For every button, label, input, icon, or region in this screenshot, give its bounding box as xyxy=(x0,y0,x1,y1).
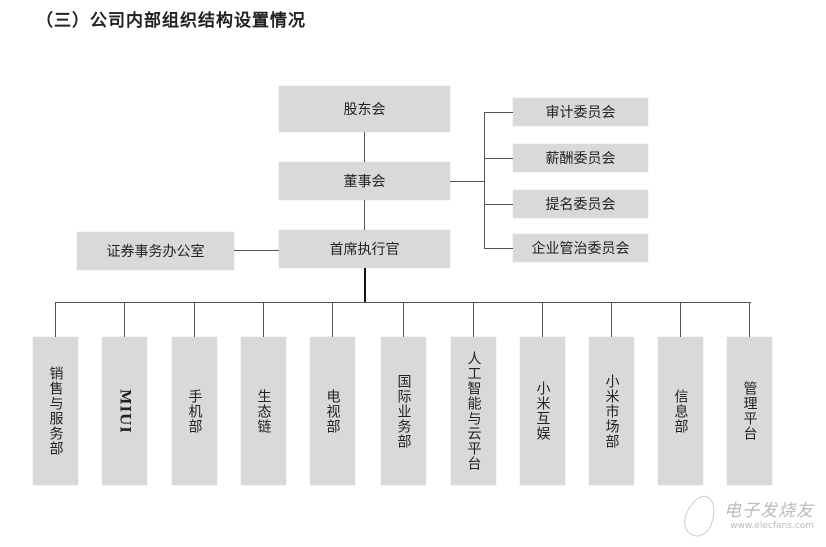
department-box: 人工智能与云平台 xyxy=(451,337,496,485)
connector-board-committees xyxy=(450,181,484,182)
department-label: 生态链 xyxy=(255,388,272,434)
department-box: 手机部 xyxy=(172,337,217,485)
board-label: 董事会 xyxy=(343,174,386,190)
committee-box: 提名委员会 xyxy=(513,190,648,218)
department-label: 人工智能与云平台 xyxy=(465,351,482,471)
section-title: （三）公司内部组织结构设置情况 xyxy=(36,11,306,31)
department-box: 电视部 xyxy=(310,337,355,485)
department-label: 小米市场部 xyxy=(603,373,620,449)
watermark-url: www.elecfans.com xyxy=(730,521,814,531)
department-connector xyxy=(611,302,612,337)
securities-office-label: 证券事务办公室 xyxy=(106,244,205,260)
department-label: 国际业务部 xyxy=(395,373,412,449)
department-label: 信息部 xyxy=(672,388,689,434)
department-box: 国际业务部 xyxy=(381,337,426,485)
department-connector xyxy=(542,302,543,337)
department-connector xyxy=(403,302,404,337)
department-box: 信息部 xyxy=(658,337,703,485)
committee-label: 企业管治委员会 xyxy=(531,241,630,257)
department-label: 小米互娱 xyxy=(534,381,551,441)
department-box: 生态链 xyxy=(241,337,286,485)
connector-ceo-departments xyxy=(364,268,366,303)
watermark-logo-icon xyxy=(679,491,721,541)
committee-connector xyxy=(484,158,513,159)
department-label: 销售与服务部 xyxy=(47,366,64,456)
department-label: 手机部 xyxy=(186,388,203,434)
department-connector xyxy=(473,302,474,337)
department-box: 小米互娱 xyxy=(520,337,565,485)
connector-ceo-securities xyxy=(234,250,279,251)
department-label: 电视部 xyxy=(324,388,341,434)
ceo-box: 首席执行官 xyxy=(279,230,450,268)
department-connector xyxy=(332,302,333,337)
department-box: 管理平台 xyxy=(727,337,772,485)
department-connector xyxy=(55,302,56,337)
department-box: 小米市场部 xyxy=(589,337,634,485)
committee-label: 审计委员会 xyxy=(545,105,616,121)
securities-office-box: 证券事务办公室 xyxy=(77,232,234,270)
shareholders-box: 股东会 xyxy=(279,86,450,132)
connector-shareholders-board xyxy=(364,132,365,162)
committee-connector xyxy=(484,248,513,249)
department-box: MIUI xyxy=(102,337,147,485)
committee-connector xyxy=(484,204,513,205)
committee-label: 薪酬委员会 xyxy=(545,151,616,167)
department-label: MIUI xyxy=(116,388,133,434)
department-box: 销售与服务部 xyxy=(33,337,78,485)
committee-box: 薪酬委员会 xyxy=(513,144,648,172)
department-connector xyxy=(263,302,264,337)
watermark: 电子发烧友 www.elecfans.com xyxy=(724,496,814,531)
committee-box: 审计委员会 xyxy=(513,98,648,126)
department-connector xyxy=(124,302,125,337)
department-connector xyxy=(194,302,195,337)
committee-box: 企业管治委员会 xyxy=(513,234,648,262)
department-connector xyxy=(749,302,750,337)
shareholders-label: 股东会 xyxy=(343,102,386,118)
committee-label: 提名委员会 xyxy=(545,197,616,213)
connector-board-ceo xyxy=(364,200,365,230)
board-box: 董事会 xyxy=(279,162,450,200)
ceo-label: 首席执行官 xyxy=(329,242,400,258)
department-connector xyxy=(680,302,681,337)
committee-connector xyxy=(484,112,513,113)
watermark-name: 电子发烧友 xyxy=(724,501,814,521)
department-label: 管理平台 xyxy=(741,381,758,441)
committees-spine xyxy=(484,112,485,249)
